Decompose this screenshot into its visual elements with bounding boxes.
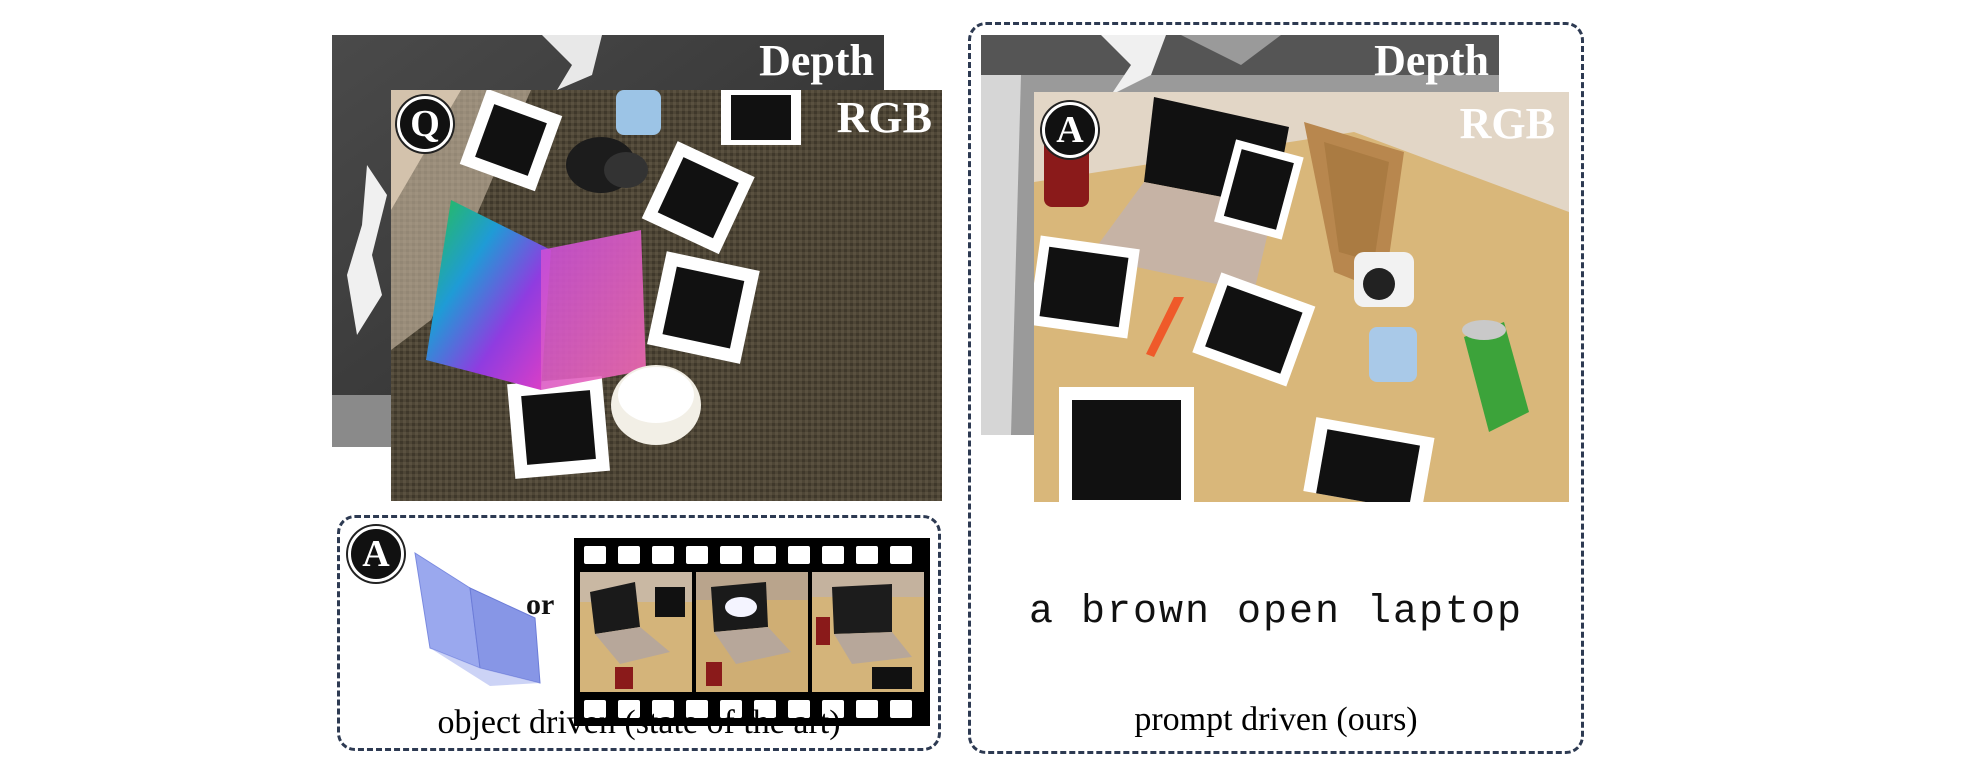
query-rgb-image: RGB Q (391, 90, 942, 501)
object-driven-caption: object driven (state of the art) (437, 704, 841, 741)
depth-label-right: Depth (1374, 36, 1489, 85)
answer-badge-prompt: A (1042, 102, 1098, 158)
video-frame-2 (696, 572, 808, 692)
answer-badge-object: A (348, 526, 404, 582)
marker-5 (507, 375, 611, 479)
query-badge: Q (397, 96, 453, 152)
marker-3 (641, 141, 755, 255)
marker-2 (721, 90, 801, 145)
or-label: or (526, 588, 555, 621)
rgb-label: RGB (836, 93, 932, 142)
video-frame-3 (812, 572, 924, 692)
marker-1 (459, 90, 563, 192)
rgb-scene (391, 90, 942, 501)
answer-rgb-image: RGB A (1034, 92, 1569, 502)
marker-4 (647, 251, 760, 364)
video-filmstrip (574, 538, 930, 726)
depth-label: Depth (759, 36, 874, 85)
rgb-label-right: RGB (1459, 99, 1555, 148)
laptop-mesh-icon (414, 551, 541, 686)
prompt-driven-caption: prompt driven (ours) (1134, 701, 1418, 738)
text-prompt: a brown open laptop (1028, 590, 1524, 635)
video-frame-1 (580, 572, 692, 692)
object-driven-panel: A or (337, 515, 941, 751)
prompt-driven-panel: Depth (968, 22, 1584, 754)
